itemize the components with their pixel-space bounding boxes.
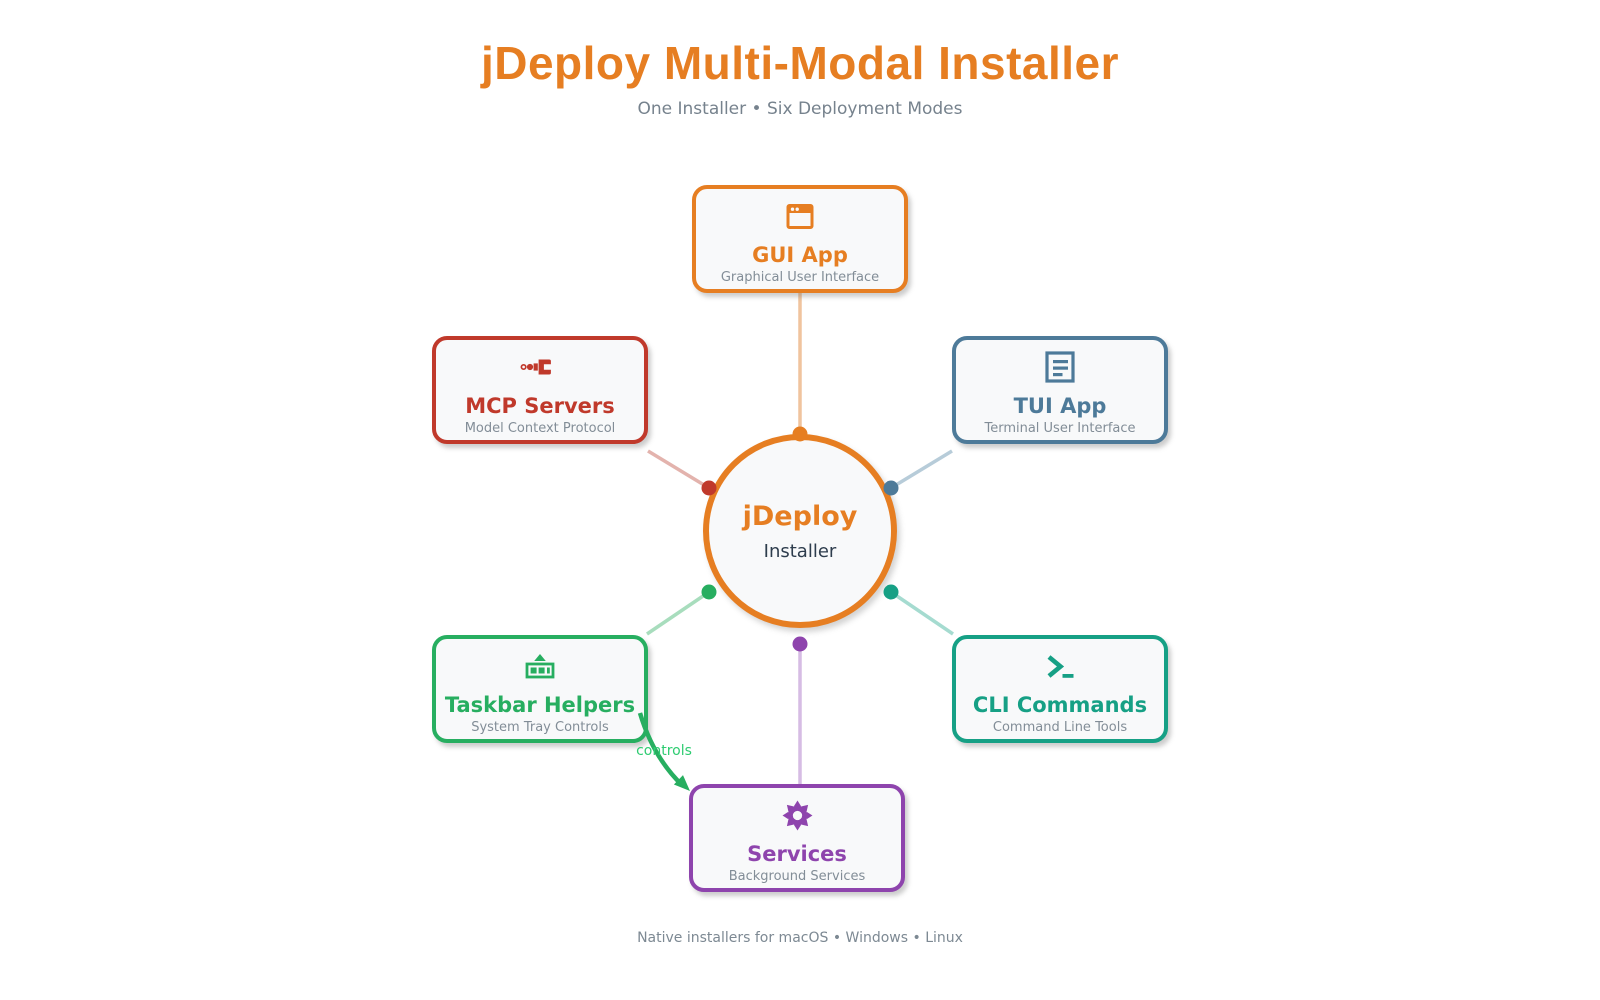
node-title: Taskbar Helpers	[444, 693, 636, 717]
node-title: Services	[747, 842, 847, 866]
node-subtitle: Command Line Tools	[992, 720, 1128, 736]
connection-dot-cli	[883, 584, 899, 600]
connector-line-taskbar	[646, 590, 710, 636]
connector-line-mcp	[647, 449, 710, 490]
prompt-icon	[1045, 650, 1075, 682]
center-node-jdeploy: jDeploy Installer	[703, 434, 897, 628]
footer-note: Native installers for macOS • Windows • …	[637, 930, 963, 946]
plug-icon	[520, 351, 560, 383]
node-subtitle: Model Context Protocol	[464, 421, 616, 437]
node-title: CLI Commands	[972, 693, 1148, 717]
node-cli-commands: CLI Commands Command Line Tools	[952, 635, 1168, 743]
node-gui-app: GUI App Graphical User Interface	[692, 185, 908, 293]
node-subtitle: Graphical User Interface	[720, 270, 880, 286]
node-subtitle: System Tray Controls	[471, 720, 609, 736]
node-mcp-servers: MCP Servers Model Context Protocol	[432, 336, 648, 444]
connection-dot-taskbar	[701, 584, 717, 600]
center-title: jDeploy	[742, 500, 858, 532]
controls-arrow-head	[673, 775, 690, 791]
node-taskbar-helpers: Taskbar Helpers System Tray Controls	[432, 635, 648, 743]
node-subtitle: Terminal User Interface	[984, 421, 1136, 437]
edge-label: controls	[636, 743, 692, 759]
page-subtitle: One Installer • Six Deployment Modes	[637, 99, 963, 119]
node-tui-app: TUI App Terminal User Interface	[952, 336, 1168, 444]
connector-line-tui	[890, 449, 953, 490]
node-title: TUI App	[1013, 394, 1107, 418]
tray-icon	[525, 650, 555, 682]
node-subtitle: Background Services	[728, 869, 866, 885]
gear-icon	[782, 799, 813, 831]
node-title: GUI App	[752, 243, 848, 267]
center-subtitle: Installer	[763, 540, 837, 562]
page-title: jDeploy Multi-Modal Installer	[480, 37, 1120, 89]
header: jDeploy Multi-Modal Installer One Instal…	[0, 0, 1600, 119]
node-services: Services Background Services	[689, 784, 905, 892]
node-title: MCP Servers	[465, 394, 615, 418]
connector-line-cli	[890, 590, 954, 636]
window-icon	[786, 200, 814, 232]
connection-dot-services	[792, 636, 808, 652]
doc-lines-icon	[1045, 351, 1075, 383]
